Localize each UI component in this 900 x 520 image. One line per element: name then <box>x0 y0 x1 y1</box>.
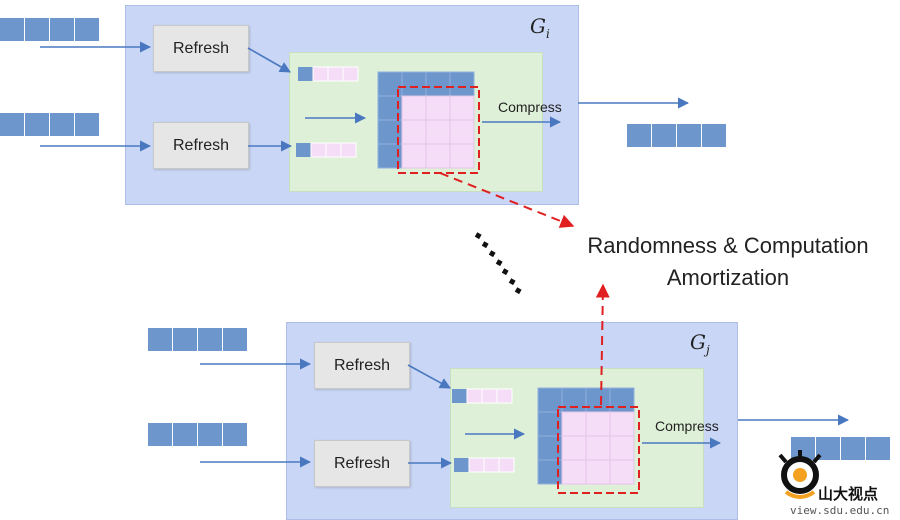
ellipsis-dots <box>474 232 522 295</box>
dashed-arrow-gi-to-note <box>439 172 575 228</box>
matrix-header-cell <box>401 71 427 97</box>
matrix-cell <box>585 435 611 461</box>
matrix-cell <box>401 119 427 145</box>
group-label-letter: G <box>690 330 706 354</box>
matrix-cell <box>425 143 451 169</box>
matrix-cell <box>609 435 635 461</box>
refresh-button-gi-top: Refresh <box>153 25 249 72</box>
small-vector-top-1 <box>298 66 359 82</box>
matrix-cell <box>585 459 611 485</box>
group-label-subscript: i <box>545 27 550 41</box>
matrix-header-cell <box>449 71 475 97</box>
small-vector-bottom-2 <box>454 457 515 473</box>
input-bar-3 <box>148 328 247 351</box>
matrix-cell <box>609 459 635 485</box>
arrow <box>247 47 291 73</box>
matrix-cell <box>449 143 475 169</box>
matrix-header-cell <box>561 387 587 413</box>
matrix-gj <box>537 387 635 485</box>
matrix-cell <box>449 119 475 145</box>
refresh-button-gi-bottom: Refresh <box>153 122 249 169</box>
dashed-arrow-gj-to-note <box>595 283 610 406</box>
matrix-cell <box>425 95 451 121</box>
input-bar-4 <box>148 423 247 446</box>
matrix-cell <box>561 435 587 461</box>
output-bar-gi <box>627 124 726 147</box>
dashed-highlight-gi <box>397 86 480 174</box>
matrix-header-cell <box>425 71 451 97</box>
arrow <box>407 364 451 389</box>
note-line-2: Amortization <box>666 265 790 290</box>
matrix-header-cell <box>537 387 563 413</box>
refresh-button-gj-bottom: Refresh <box>314 440 410 487</box>
matrix-cell <box>561 459 587 485</box>
matrix-cell <box>561 411 587 437</box>
matrix-header-cell <box>585 387 611 413</box>
matrix-cell <box>585 411 611 437</box>
matrix-cell <box>401 95 427 121</box>
compress-label-gi: Compress <box>498 99 562 115</box>
matrix-cell <box>449 95 475 121</box>
matrix-cell <box>609 411 635 437</box>
note-line-1: Randomness & Computation <box>587 233 869 258</box>
small-vector-bottom-1 <box>452 388 513 404</box>
dashed-highlight-gj <box>557 406 640 494</box>
amortization-note: Randomness & Computation Amortization <box>568 230 888 294</box>
matrix-cell <box>425 119 451 145</box>
matrix-header-cell <box>609 387 635 413</box>
input-bar-1 <box>0 18 99 41</box>
matrix-cell <box>401 143 427 169</box>
compress-label-gj: Compress <box>655 418 719 434</box>
watermark-text: 山大视点 <box>818 485 879 503</box>
group-label-subscript: j <box>705 343 710 357</box>
small-vector-top-2 <box>296 142 357 158</box>
group-label-gj: Gj <box>690 330 710 357</box>
watermark-url: view.sdu.edu.cn <box>790 504 890 517</box>
output-bar-gj <box>791 437 890 460</box>
group-label-letter: G <box>530 14 546 38</box>
group-label-gi: Gi <box>530 14 550 41</box>
input-bar-2 <box>0 113 99 136</box>
watermark-logo-icon <box>778 450 822 499</box>
